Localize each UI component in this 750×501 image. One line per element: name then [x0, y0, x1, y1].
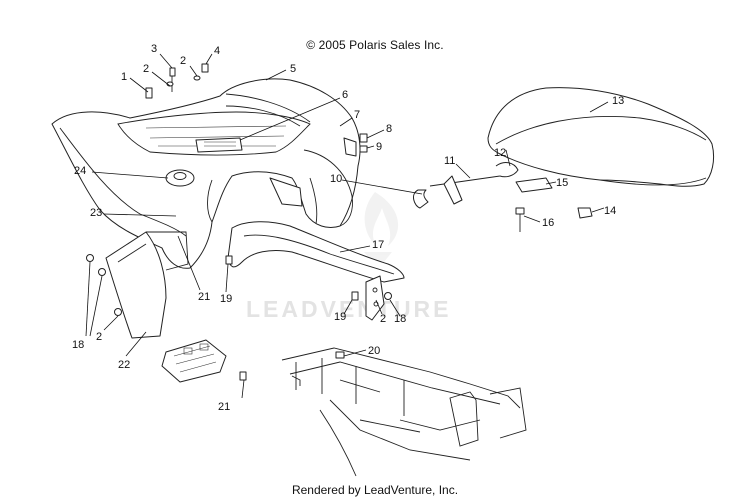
hardware-bolts	[86, 63, 392, 381]
copyright-notice: © 2005 Polaris Sales Inc.	[306, 38, 444, 52]
callout-10: 10	[330, 173, 342, 185]
side-panel	[227, 221, 405, 283]
mud-flap	[105, 231, 189, 339]
callout-15: 15	[556, 177, 568, 189]
callout-2: 2	[180, 55, 186, 67]
callout-22: 22	[118, 359, 130, 371]
callout-18: 18	[72, 339, 84, 351]
callout-18: 18	[394, 313, 406, 325]
callout-9: 9	[376, 141, 382, 153]
callout-16: 16	[542, 217, 554, 229]
callout-20: 20	[368, 345, 380, 357]
rear-fender	[51, 78, 361, 269]
callout-1: 1	[121, 71, 127, 83]
callout-12: 12	[494, 147, 506, 159]
callout-17: 17	[372, 239, 384, 251]
callout-21: 21	[198, 291, 210, 303]
callout-2: 2	[96, 331, 102, 343]
seat	[487, 87, 715, 187]
callout-5: 5	[290, 63, 296, 75]
callout-8: 8	[386, 123, 392, 135]
callout-11: 11	[444, 155, 455, 167]
callout-2: 2	[380, 313, 386, 325]
callout-4: 4	[214, 45, 220, 57]
callout-7: 7	[354, 109, 360, 121]
seat-latch	[413, 162, 593, 232]
callout-13: 13	[612, 95, 624, 107]
callout-14: 14	[604, 205, 616, 217]
leader-lines	[85, 53, 609, 399]
rendered-by-footer: Rendered by LeadVenture, Inc.	[291, 483, 459, 497]
callout-2: 2	[143, 63, 149, 75]
callout-6: 6	[342, 89, 348, 101]
callout-19: 19	[220, 293, 232, 305]
callout-3: 3	[151, 43, 157, 55]
callout-21: 21	[218, 401, 230, 413]
frame	[281, 347, 527, 477]
callout-23: 23	[90, 207, 102, 219]
watermark-logo	[364, 192, 399, 262]
callout-19: 19	[334, 311, 346, 323]
foot-bracket	[161, 339, 227, 383]
callout-labels: 1 2 3 2 4 5 6 7 8 9 24 23 21 19 17 19 2 …	[72, 43, 624, 413]
callout-24: 24	[74, 165, 86, 177]
